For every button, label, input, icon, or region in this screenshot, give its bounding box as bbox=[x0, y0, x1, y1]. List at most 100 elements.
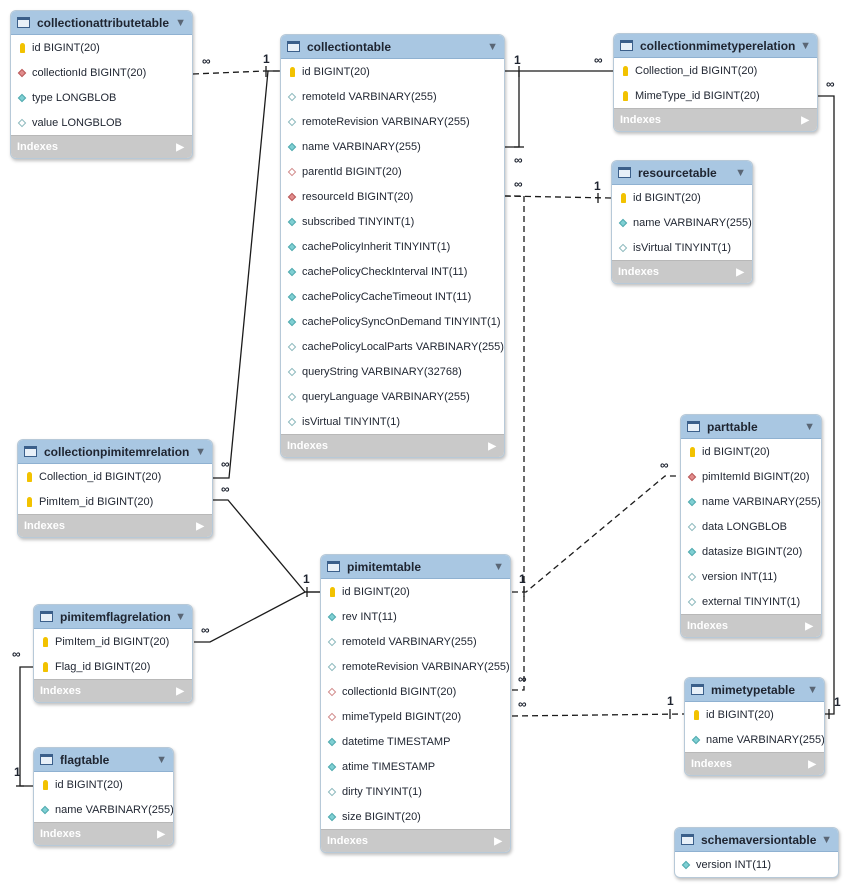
table-header[interactable]: collectionmimetyperelation▼ bbox=[614, 34, 817, 58]
indexes-section[interactable]: Indexes▶ bbox=[34, 822, 173, 845]
column-row[interactable]: size BIGINT(20) bbox=[321, 804, 510, 829]
column-row[interactable]: parentId BIGINT(20) bbox=[281, 159, 504, 184]
triangle-right-icon[interactable]: ▶ bbox=[196, 520, 204, 532]
column-row[interactable]: id BIGINT(20) bbox=[685, 702, 824, 727]
column-row[interactable]: version INT(11) bbox=[681, 564, 821, 589]
column-row[interactable]: version INT(11) bbox=[675, 852, 838, 877]
table-header[interactable]: mimetypetable▼ bbox=[685, 678, 824, 702]
table-pimitemtable[interactable]: pimitemtable▼id BIGINT(20)rev INT(11)rem… bbox=[320, 554, 511, 853]
indexes-section[interactable]: Indexes▶ bbox=[281, 434, 504, 457]
table-flagtable[interactable]: flagtable▼id BIGINT(20)name VARBINARY(25… bbox=[33, 747, 174, 846]
triangle-right-icon[interactable]: ▶ bbox=[494, 835, 502, 847]
column-row[interactable]: data LONGBLOB bbox=[681, 514, 821, 539]
triangle-right-icon[interactable]: ▶ bbox=[176, 141, 184, 153]
indexes-section[interactable]: Indexes▶ bbox=[685, 752, 824, 775]
indexes-section[interactable]: Indexes▶ bbox=[34, 679, 192, 702]
column-row[interactable]: value LONGBLOB bbox=[11, 110, 192, 135]
table-header[interactable]: parttable▼ bbox=[681, 415, 821, 439]
triangle-right-icon[interactable]: ▶ bbox=[176, 685, 184, 697]
column-row[interactable]: id BIGINT(20) bbox=[34, 772, 173, 797]
column-row[interactable]: cachePolicyInherit TINYINT(1) bbox=[281, 234, 504, 259]
column-row[interactable]: name VARBINARY(255) bbox=[281, 134, 504, 159]
indexes-section[interactable]: Indexes▶ bbox=[18, 514, 212, 537]
column-row[interactable]: Collection_id BIGINT(20) bbox=[614, 58, 817, 83]
column-row[interactable]: resourceId BIGINT(20) bbox=[281, 184, 504, 209]
chevron-down-icon[interactable]: ▼ bbox=[195, 445, 206, 458]
column-row[interactable]: MimeType_id BIGINT(20) bbox=[614, 83, 817, 108]
indexes-section[interactable]: Indexes▶ bbox=[321, 829, 510, 852]
table-header[interactable]: flagtable▼ bbox=[34, 748, 173, 772]
indexes-section[interactable]: Indexes▶ bbox=[614, 108, 817, 131]
column-row[interactable]: queryString VARBINARY(32768) bbox=[281, 359, 504, 384]
column-row[interactable]: datetime TIMESTAMP bbox=[321, 729, 510, 754]
column-row[interactable]: remoteRevision VARBINARY(255) bbox=[281, 109, 504, 134]
column-row[interactable]: collectionId BIGINT(20) bbox=[321, 679, 510, 704]
table-resourcetable[interactable]: resourcetable▼id BIGINT(20)name VARBINAR… bbox=[611, 160, 753, 284]
column-row[interactable]: rev INT(11) bbox=[321, 604, 510, 629]
chevron-down-icon[interactable]: ▼ bbox=[800, 39, 811, 52]
column-row[interactable]: isVirtual TINYINT(1) bbox=[281, 409, 504, 434]
column-row[interactable]: id BIGINT(20) bbox=[281, 59, 504, 84]
column-row[interactable]: collectionId BIGINT(20) bbox=[11, 60, 192, 85]
column-row[interactable]: dirty TINYINT(1) bbox=[321, 779, 510, 804]
table-collectionpimitemrelation[interactable]: collectionpimitemrelation▼Collection_id … bbox=[17, 439, 213, 538]
column-row[interactable]: name VARBINARY(255) bbox=[685, 727, 824, 752]
chevron-down-icon[interactable]: ▼ bbox=[487, 40, 498, 53]
triangle-right-icon[interactable]: ▶ bbox=[808, 758, 816, 770]
chevron-down-icon[interactable]: ▼ bbox=[735, 166, 746, 179]
column-row[interactable]: cachePolicyCheckInterval INT(11) bbox=[281, 259, 504, 284]
column-row[interactable]: id BIGINT(20) bbox=[612, 185, 752, 210]
triangle-right-icon[interactable]: ▶ bbox=[488, 440, 496, 452]
column-row[interactable]: id BIGINT(20) bbox=[321, 579, 510, 604]
table-header[interactable]: pimitemtable▼ bbox=[321, 555, 510, 579]
table-mimetypetable[interactable]: mimetypetable▼id BIGINT(20)name VARBINAR… bbox=[684, 677, 825, 776]
table-header[interactable]: collectionattributetable▼ bbox=[11, 11, 192, 35]
table-header[interactable]: collectionpimitemrelation▼ bbox=[18, 440, 212, 464]
column-row[interactable]: external TINYINT(1) bbox=[681, 589, 821, 614]
column-row[interactable]: PimItem_id BIGINT(20) bbox=[18, 489, 212, 514]
table-collectionattributetable[interactable]: collectionattributetable▼id BIGINT(20)co… bbox=[10, 10, 193, 159]
column-row[interactable]: remoteId VARBINARY(255) bbox=[321, 629, 510, 654]
column-row[interactable]: id BIGINT(20) bbox=[681, 439, 821, 464]
column-row[interactable]: type LONGBLOB bbox=[11, 85, 192, 110]
column-row[interactable]: cachePolicyLocalParts VARBINARY(255) bbox=[281, 334, 504, 359]
column-row[interactable]: name VARBINARY(255) bbox=[34, 797, 173, 822]
column-row[interactable]: Collection_id BIGINT(20) bbox=[18, 464, 212, 489]
chevron-down-icon[interactable]: ▼ bbox=[804, 420, 815, 433]
column-row[interactable]: atime TIMESTAMP bbox=[321, 754, 510, 779]
column-row[interactable]: remoteRevision VARBINARY(255) bbox=[321, 654, 510, 679]
indexes-section[interactable]: Indexes▶ bbox=[681, 614, 821, 637]
table-collectiontable[interactable]: collectiontable▼id BIGINT(20)remoteId VA… bbox=[280, 34, 505, 458]
chevron-down-icon[interactable]: ▼ bbox=[807, 683, 818, 696]
column-row[interactable]: subscribed TINYINT(1) bbox=[281, 209, 504, 234]
column-row[interactable]: name VARBINARY(255) bbox=[681, 489, 821, 514]
indexes-section[interactable]: Indexes▶ bbox=[11, 135, 192, 158]
column-row[interactable]: pimItemId BIGINT(20) bbox=[681, 464, 821, 489]
table-schemaversiontable[interactable]: schemaversiontable▼version INT(11) bbox=[674, 827, 839, 878]
column-row[interactable]: isVirtual TINYINT(1) bbox=[612, 235, 752, 260]
chevron-down-icon[interactable]: ▼ bbox=[175, 16, 186, 29]
triangle-right-icon[interactable]: ▶ bbox=[801, 114, 809, 126]
column-row[interactable]: mimeTypeId BIGINT(20) bbox=[321, 704, 510, 729]
table-header[interactable]: resourcetable▼ bbox=[612, 161, 752, 185]
column-row[interactable]: remoteId VARBINARY(255) bbox=[281, 84, 504, 109]
indexes-section[interactable]: Indexes▶ bbox=[612, 260, 752, 283]
column-row[interactable]: Flag_id BIGINT(20) bbox=[34, 654, 192, 679]
column-row[interactable]: queryLanguage VARBINARY(255) bbox=[281, 384, 504, 409]
column-row[interactable]: cachePolicyCacheTimeout INT(11) bbox=[281, 284, 504, 309]
column-row[interactable]: cachePolicySyncOnDemand TINYINT(1) bbox=[281, 309, 504, 334]
table-collectionmimetyperelation[interactable]: collectionmimetyperelation▼Collection_id… bbox=[613, 33, 818, 132]
table-header[interactable]: pimitemflagrelation▼ bbox=[34, 605, 192, 629]
chevron-down-icon[interactable]: ▼ bbox=[493, 560, 504, 573]
column-row[interactable]: id BIGINT(20) bbox=[11, 35, 192, 60]
table-pimitemflagrelation[interactable]: pimitemflagrelation▼PimItem_id BIGINT(20… bbox=[33, 604, 193, 703]
column-row[interactable]: PimItem_id BIGINT(20) bbox=[34, 629, 192, 654]
column-row[interactable]: name VARBINARY(255) bbox=[612, 210, 752, 235]
table-parttable[interactable]: parttable▼id BIGINT(20)pimItemId BIGINT(… bbox=[680, 414, 822, 638]
table-header[interactable]: schemaversiontable▼ bbox=[675, 828, 838, 852]
triangle-right-icon[interactable]: ▶ bbox=[157, 828, 165, 840]
triangle-right-icon[interactable]: ▶ bbox=[805, 620, 813, 632]
chevron-down-icon[interactable]: ▼ bbox=[821, 833, 832, 846]
table-header[interactable]: collectiontable▼ bbox=[281, 35, 504, 59]
column-row[interactable]: datasize BIGINT(20) bbox=[681, 539, 821, 564]
